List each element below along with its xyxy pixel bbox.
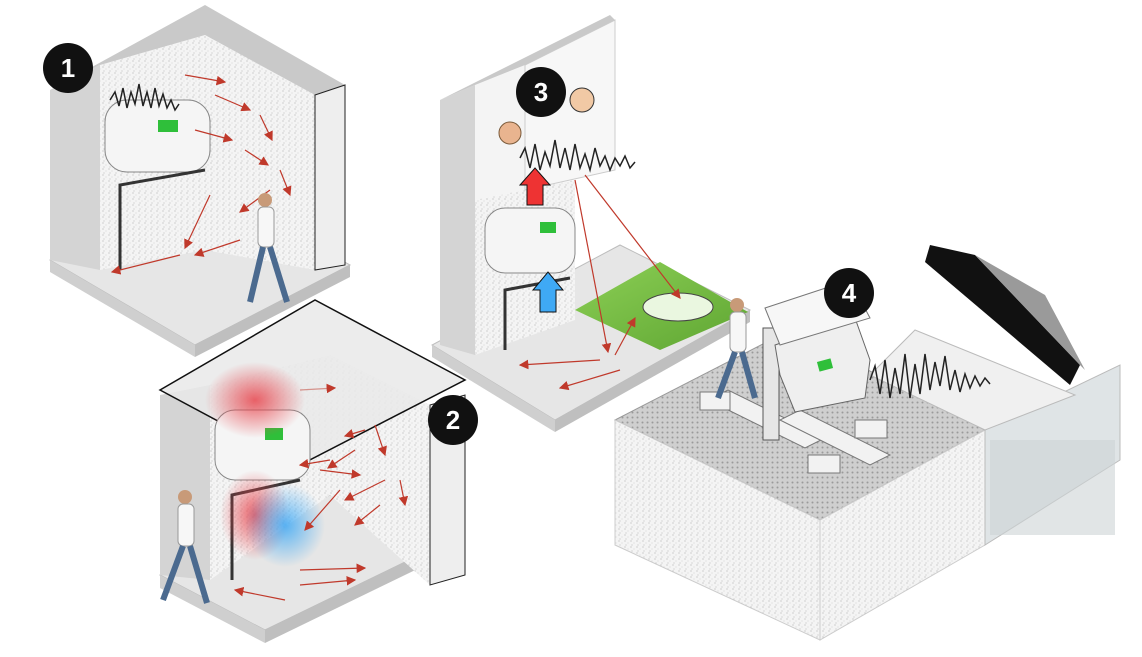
scene-3-face-left — [498, 121, 522, 145]
scene-1-right-wall — [205, 35, 315, 270]
scene-3-unit-screen — [540, 222, 556, 233]
scene-2-heat-zone-blue-door — [245, 483, 325, 567]
scene-2-heat-zone-red-ceiling — [205, 362, 305, 438]
scene-3-up-arrow-blue — [531, 271, 565, 313]
badge-3-label: 3 — [534, 77, 548, 107]
scene-4-rooftop — [613, 245, 1121, 641]
scene-4-sound-wave — [869, 353, 991, 399]
scene-3-acoustic-unit — [484, 207, 576, 274]
scene-4-hatch-lid — [925, 245, 1080, 385]
scene-1-top-cap — [50, 5, 345, 95]
scene-1-reflection-rays — [110, 74, 292, 275]
scene-1-sound-wave — [109, 83, 180, 112]
scene-2-floor-edge-right — [265, 545, 440, 643]
scene-3-top-cap — [440, 15, 615, 100]
badge-4: 4 — [824, 268, 874, 318]
scene-1-floor-edge-right — [195, 265, 350, 357]
scene-4-office-interior — [990, 440, 1115, 535]
scene-3-face-right — [569, 87, 595, 113]
scene-4-unit-screen — [816, 358, 834, 372]
badge-2-label: 2 — [446, 405, 460, 435]
scene-2-walking-person — [160, 490, 210, 604]
scene-1-left-wall — [50, 65, 100, 270]
badge-4-label: 4 — [842, 278, 857, 308]
scene-2-floor-edge — [160, 575, 265, 643]
scene-3-floor-edge-right — [555, 310, 750, 432]
scene-2-room — [158, 299, 467, 643]
scene-3-up-arrow-red — [518, 167, 552, 206]
scene-2-reflection-rays — [233, 383, 409, 601]
scene-1-walking-person — [247, 193, 290, 303]
scene-1-floor-edge — [50, 260, 195, 357]
scene-4-mount-pole — [762, 327, 780, 441]
scene-1-outer-wall — [314, 84, 346, 271]
badge-3: 3 — [516, 67, 566, 117]
badge-2: 2 — [428, 395, 478, 445]
scene-4-hatch-lid-edge — [975, 255, 1085, 370]
scene-1-acoustic-unit — [104, 99, 211, 173]
scene-3-left-wall — [440, 85, 475, 355]
scene-4-walking-person — [715, 298, 758, 400]
badge-1: 1 — [43, 43, 93, 93]
badge-1-label: 1 — [61, 53, 75, 83]
scene-1-unit-screen — [158, 120, 178, 132]
scene-1-door-frame — [118, 168, 206, 270]
scene-3-target-circle — [642, 292, 714, 322]
scene-3-sound-wave — [519, 139, 636, 173]
scene-3-room — [430, 15, 752, 432]
scene-3-reflection-rays — [518, 174, 681, 391]
scene-3-floor-edge — [432, 345, 555, 432]
scene-1-room — [48, 5, 352, 357]
scene-2-left-wall — [160, 385, 210, 580]
